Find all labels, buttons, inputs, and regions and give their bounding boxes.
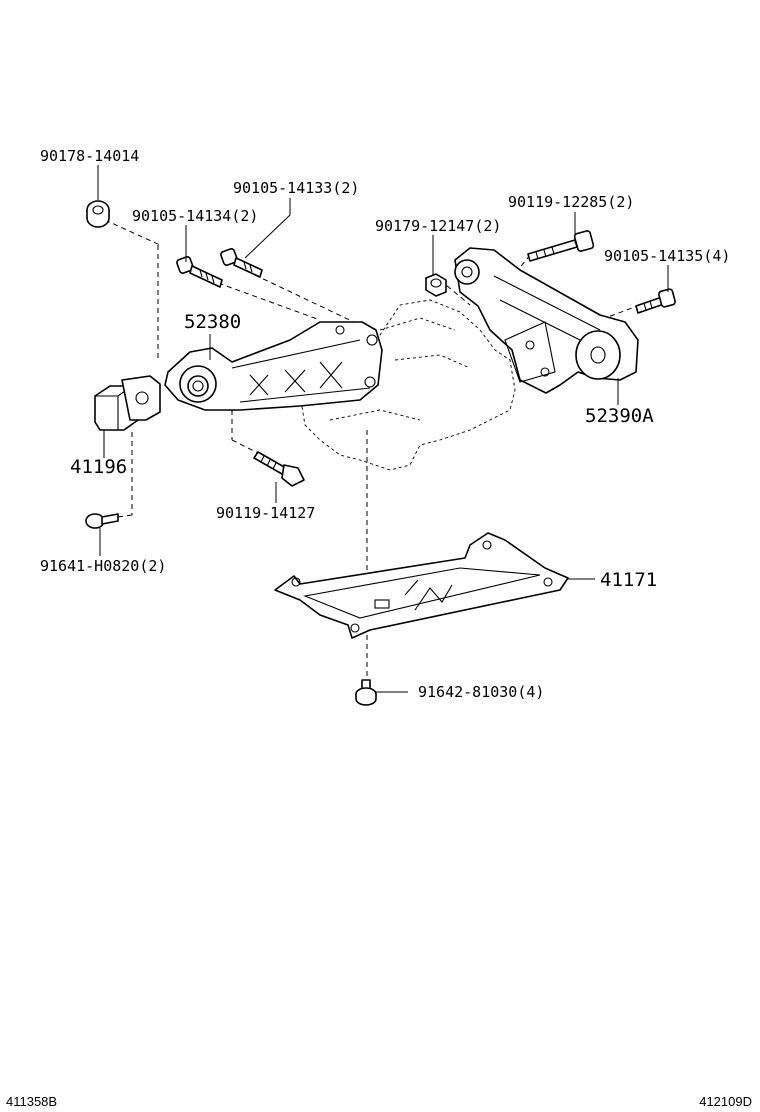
bracket-52380 <box>164 321 383 411</box>
label-90179-12147: 90179-12147(2) <box>375 217 501 235</box>
nut-90179-12147 <box>425 273 447 297</box>
transmission-outline <box>299 299 516 471</box>
label-91641-H0820: 91641-H0820(2) <box>40 557 166 575</box>
label-52380: 52380 <box>184 311 241 333</box>
label-41171: 41171 <box>600 569 657 591</box>
bolt-90105-14135 <box>635 288 676 314</box>
nut-90178-14014 <box>86 200 110 228</box>
bolt-90105-14134 <box>176 256 223 288</box>
label-90105-14134: 90105-14134(2) <box>132 207 258 225</box>
bolt-90119-12285 <box>527 230 595 262</box>
plate-41171 <box>274 532 569 639</box>
bolt-91642-81030 <box>355 679 377 706</box>
label-90178-14014: 90178-14014 <box>40 147 139 165</box>
bolt-90119-14127 <box>253 451 305 487</box>
label-52390A: 52390A <box>585 405 654 427</box>
stopper-41196 <box>94 375 161 431</box>
label-90105-14133: 90105-14133(2) <box>233 179 359 197</box>
mount-52390A <box>454 247 639 394</box>
bolt-90105-14133 <box>220 248 263 278</box>
bolt-91641-H0820 <box>85 513 119 529</box>
label-90119-12285: 90119-12285(2) <box>508 193 634 211</box>
footer-right-code: 412109D <box>699 1094 752 1109</box>
label-41196: 41196 <box>70 456 127 478</box>
label-90105-14135: 90105-14135(4) <box>604 247 730 265</box>
label-90119-14127: 90119-14127 <box>216 504 315 522</box>
label-91642-81030: 91642-81030(4) <box>418 683 544 701</box>
leader-lines <box>97 165 669 693</box>
footer-left-code: 411358B <box>6 1094 57 1109</box>
